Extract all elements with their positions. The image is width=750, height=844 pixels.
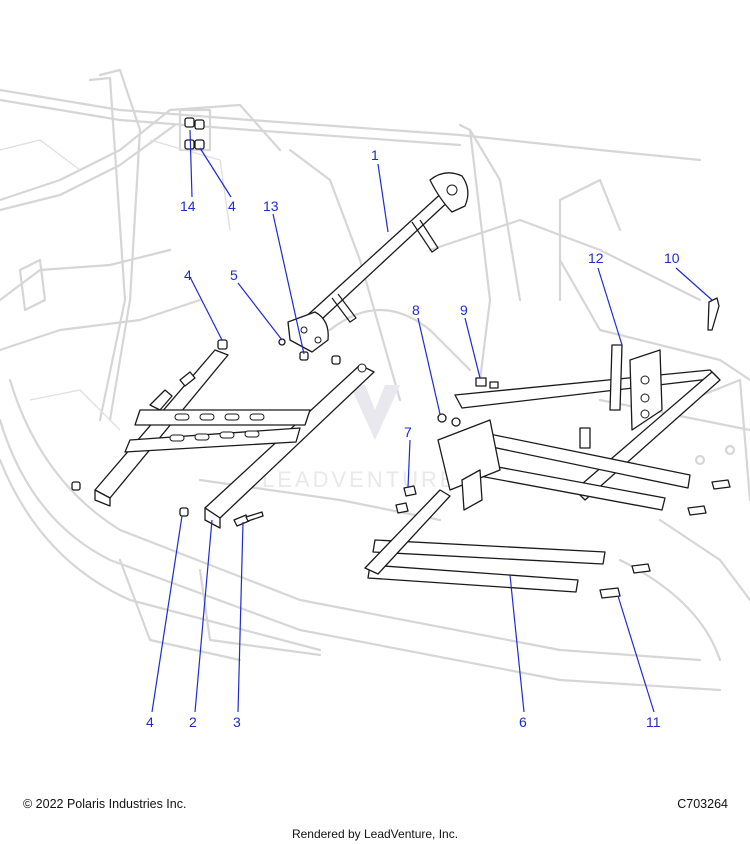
- vehicle-frame-ghost: [0, 68, 750, 692]
- hardware-fasteners: [71, 117, 731, 599]
- watermark-text: LEADVENTURE: [262, 467, 458, 492]
- callout-4-mid: 4: [184, 267, 192, 283]
- callout-10: 10: [664, 250, 680, 266]
- copyright-text: © 2022 Polaris Industries Inc.: [23, 797, 187, 811]
- part-4-nut-mid: [217, 339, 228, 350]
- rendered-by-text: Rendered by LeadVenture, Inc.: [291, 827, 459, 841]
- callout-3: 3: [233, 714, 241, 730]
- watermark-logo: LEADVENTURE: [262, 385, 458, 492]
- part-6-right-rail-assembly: [364, 344, 721, 593]
- part-4-nut-lower: [179, 507, 189, 517]
- part-4-nut-top: [194, 139, 205, 150]
- callout-11: 11: [646, 714, 661, 730]
- callout-13: 13: [263, 198, 279, 214]
- callout-leaders: [151, 129, 713, 713]
- callout-2: 2: [189, 714, 197, 730]
- callout-12: 12: [588, 250, 604, 266]
- part-9-bolt: [475, 377, 487, 387]
- callout-4-top: 4: [228, 198, 236, 214]
- callout-8: 8: [412, 302, 420, 318]
- part-7-bolt: [403, 485, 417, 497]
- part-1-upper-bar: [287, 172, 469, 353]
- part-14-nut: [184, 117, 195, 128]
- part-8-nut: [437, 413, 447, 423]
- callout-9: 9: [460, 302, 468, 318]
- callout-labels: 1 14 4 13 4 5 8 9 12 10 7 4 2 3 6 11: [146, 147, 680, 730]
- part-5-nut: [278, 338, 286, 346]
- callout-14: 14: [180, 198, 196, 214]
- part-11-bolt: [599, 587, 621, 599]
- part-2-left-rail-assembly: [94, 349, 375, 529]
- drawing-number: C703264: [677, 797, 728, 811]
- callout-4-bottom: 4: [146, 714, 154, 730]
- callout-5: 5: [230, 267, 238, 283]
- part-10-bolt: [707, 297, 720, 331]
- callout-7: 7: [404, 424, 412, 440]
- rail-slot-holes: [169, 413, 265, 442]
- callout-6: 6: [519, 714, 527, 730]
- callout-1: 1: [371, 147, 379, 163]
